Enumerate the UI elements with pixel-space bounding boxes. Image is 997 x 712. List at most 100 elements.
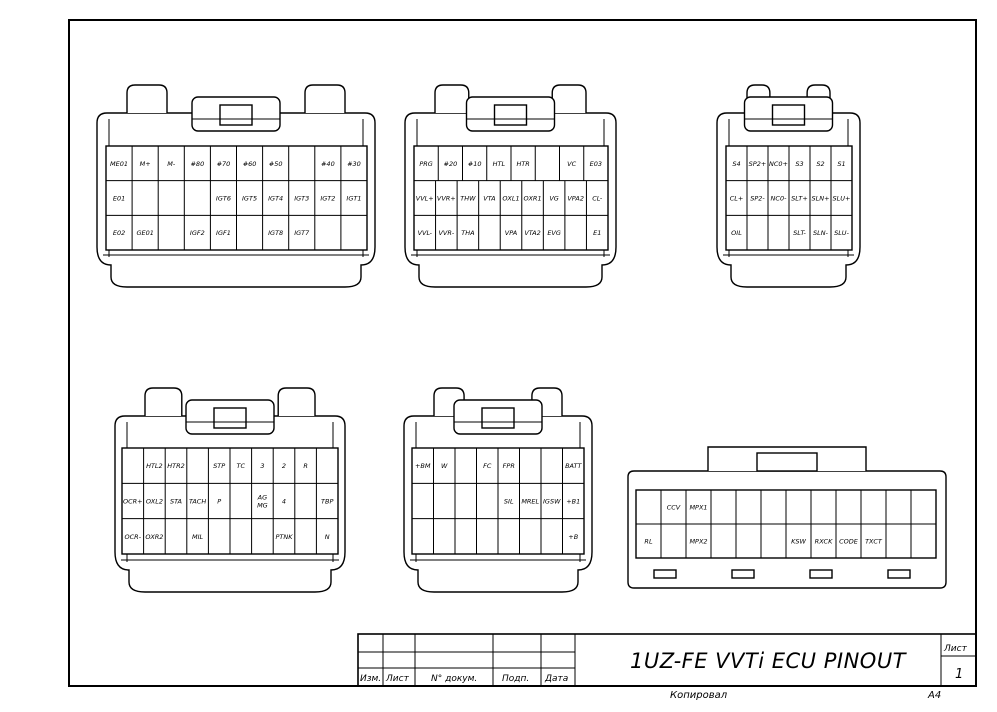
pin-label: +B [568,533,578,541]
pin-label: PRG [419,160,432,168]
latch-right [304,84,346,113]
pin-label: P [217,498,221,506]
pin-label: VPA [505,229,518,237]
pin-label: S4 [732,160,740,168]
pin-label: IGT2 [320,195,335,203]
title-block: Изм. Лист N° докум. Подп. Дата 1UZ-FE VV… [357,633,977,701]
pin-label: THW [460,195,476,203]
pin-label: M- [167,160,176,168]
pin-label: FC [483,462,492,470]
pin-label: STP [213,462,225,470]
release-slot [731,569,755,579]
pin-label: PTNK [275,533,293,541]
copied-label: Копировал [670,690,728,701]
pin-label: OXL1 [502,195,519,203]
pin-label: RXCK [815,538,833,546]
pin-label: OXR1 [524,195,542,203]
pin-label: CCV [667,504,681,512]
pin-label: MPX1 [689,504,707,512]
pin-label: SLT+ [791,195,808,203]
pin-label: ME01 [110,160,128,168]
pin-label: E01 [113,195,125,203]
pin-label: NC0- [771,195,788,203]
pin-label: SP2- [750,195,765,203]
pin-label: SP2+ [749,160,767,168]
pin-label: IGT4 [268,195,283,203]
pin-label: N [325,533,330,541]
pin-label: E03 [590,160,602,168]
pin-label: CODE [839,538,859,546]
pin-label: HTR [516,160,529,168]
pin-label: AG [257,494,267,502]
pin-label: CL- [592,195,603,203]
lock-tab [213,407,247,429]
pin-label: SLT- [793,229,806,237]
pin-label: GE01 [136,229,153,237]
pin-label: MIL [192,533,204,541]
pin-label: IGT7 [294,229,310,237]
lock-tab [493,104,528,126]
latch-left [144,387,183,416]
pin-label: IGT6 [216,195,231,203]
pin-label: IGT1 [346,195,361,203]
pin-label: EVG [547,229,561,237]
pin-label: R [303,462,308,470]
pin-label: MPX2 [689,538,707,546]
pin-label: SLN+ [811,195,829,203]
pin-label: SLN- [813,229,829,237]
pin-label: +BM [415,462,431,470]
pin-label: CL+ [730,195,744,203]
lock-tab [481,407,515,429]
pin-label: 2 [282,462,286,470]
pin-label: BATT [565,462,582,470]
pin-label: W [441,462,448,470]
pin-label: STA [170,498,182,506]
sheet-number: 1 [955,667,963,682]
release-slot [809,569,833,579]
pin-label: IGSW [543,498,561,506]
pin-label: TXCT [865,538,883,546]
pin-label: IGT3 [294,195,309,203]
col-label-sign: Подп. [502,674,529,684]
pin-label: RL [644,538,653,546]
pin-label: OIL [731,229,742,237]
pin-label: IGT8 [268,229,283,237]
pin-label: 3 [260,462,264,470]
pin-label: TACH [189,498,206,506]
pin-label: #50 [269,160,283,168]
pin-label: VVL- [418,229,433,237]
pin-label: OXL2 [146,498,163,506]
pin-label: E1 [593,229,601,237]
pin-label: FPR [503,462,515,470]
pin-label: VVR+ [437,195,456,203]
pin-label: #20 [444,160,458,168]
pin-label: S3 [795,160,803,168]
pin-label: S1 [837,160,845,168]
pin-label: SIL [504,498,514,506]
pin-label: NC0+ [769,160,788,168]
latch-right [277,387,316,416]
pin-label: #60 [243,160,257,168]
lock-tab [219,104,253,126]
pin-label: E02 [113,229,125,237]
lock-tab [756,452,818,472]
pin-label: #30 [347,160,361,168]
sheet-label: Лист [943,644,968,654]
pin-label: VTA [483,195,495,203]
pin-label: IGF2 [190,229,205,237]
pin-label: VG [549,195,558,203]
pin-label: HTL [493,160,506,168]
pin-label: #10 [468,160,482,168]
pin-label: OCR- [125,533,142,541]
pin-label: OXR2 [145,533,163,541]
pin-label: 4 [282,498,286,506]
paper-format: A4 [927,690,941,701]
pin-label: M+ [140,160,151,168]
release-slot [653,569,677,579]
col-label-date: Дата [544,674,568,684]
lock-tab [771,104,806,126]
